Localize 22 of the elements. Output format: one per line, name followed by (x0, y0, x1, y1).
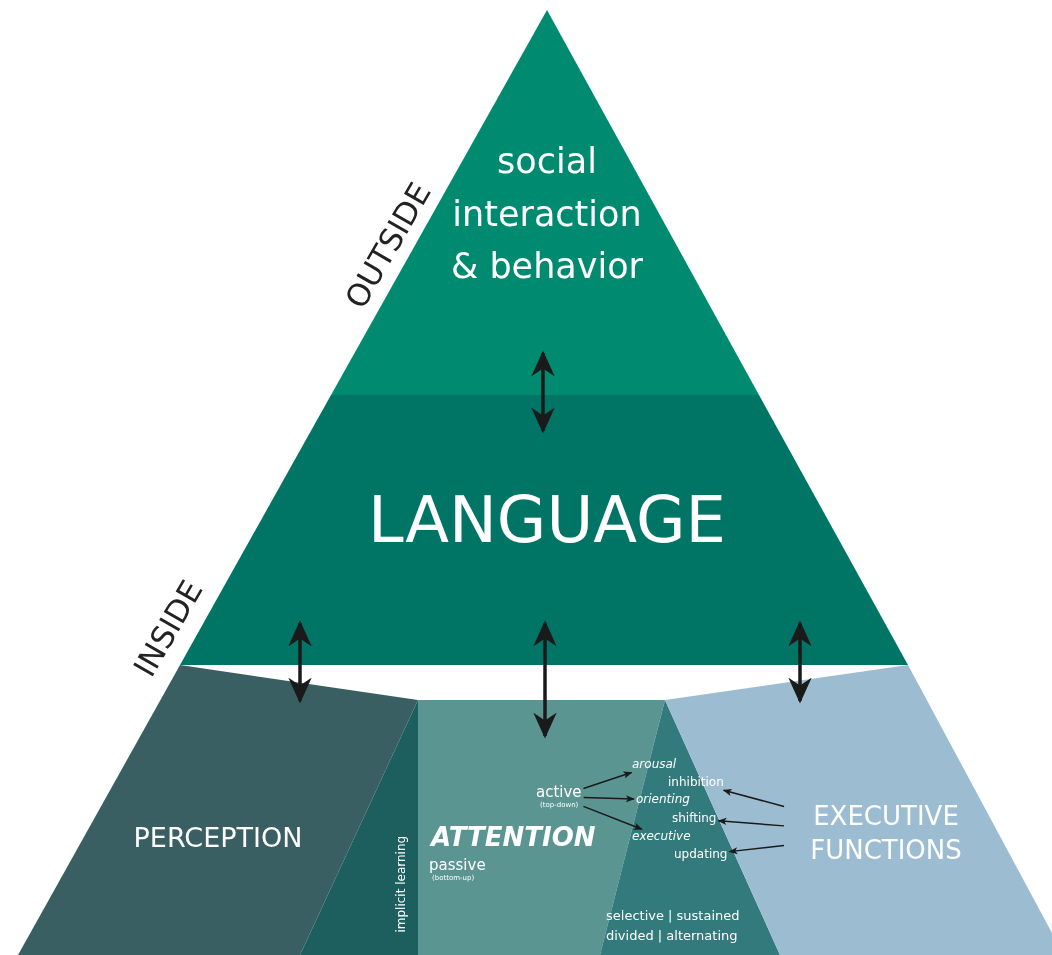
double-arrow (288, 620, 312, 704)
arrow (722, 788, 785, 808)
strip-label: implicit learning (393, 834, 409, 935)
attention-subtype-list: selective | sustained divided | alternating (606, 906, 766, 945)
attention-type-label: passive (429, 856, 487, 874)
attention-type-label: active (536, 784, 582, 802)
arrow (582, 795, 635, 803)
double-arrow (788, 620, 812, 704)
arrow (728, 844, 785, 855)
section-title: EXECUTIVE FUNCTIONS (809, 800, 963, 867)
arrow (582, 805, 643, 830)
section-label: social interaction & behavior (449, 140, 644, 288)
section-title: LANGUAGE (367, 482, 727, 559)
arrow (717, 817, 785, 827)
arrow (582, 771, 633, 790)
executive-process-label: inhibition (668, 776, 724, 790)
attention-network-label: executive (632, 830, 691, 844)
double-arrow (533, 620, 557, 739)
section-title: ATTENTION (431, 822, 597, 854)
section-title: PERCEPTION (132, 822, 304, 855)
attention-network-label: arousal (632, 758, 677, 772)
double-arrow (531, 350, 555, 434)
